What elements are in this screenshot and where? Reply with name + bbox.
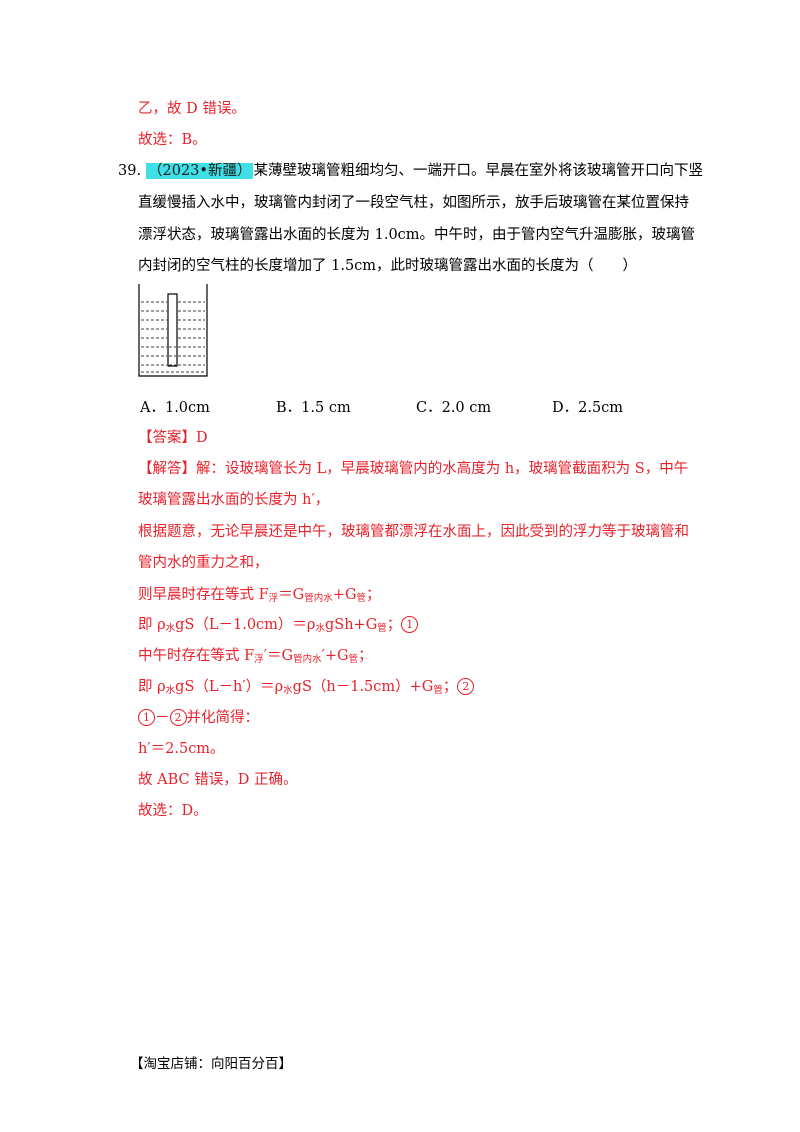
circled-number-1b: 1 (138, 709, 155, 726)
glass-tube (167, 293, 178, 367)
beaker-outline (138, 284, 208, 377)
prev-solution-line: 乙，故 D 错误。 (138, 101, 246, 117)
answer-label: 【答案】 (138, 430, 196, 446)
question-line-3: 漂浮状态，玻璃管露出水面的长度为 1.0cm。中午时，由于管内空气升温膨胀，玻璃… (138, 227, 696, 243)
equation-morning: 则早晨时存在等式 F浮＝G管内水+G管； (138, 587, 381, 604)
question-text-1: 某薄壁玻璃管粗细均匀、一端开口。早晨在室外将该玻璃管开口向下竖 (253, 163, 703, 179)
solution-line-1: 【解答】解：设玻璃管长为 L，早晨玻璃管内的水高度为 h，玻璃管截面积为 S，中… (138, 459, 688, 479)
water-lines (141, 301, 205, 373)
solution-text-1: 解：设玻璃管长为 L，早晨玻璃管内的水高度为 h，玻璃管截面积为 S，中午 (196, 461, 689, 477)
question-line-2: 直缓慢插入水中，玻璃管内封闭了一段空气柱，如图所示，放手后玻璃管在某位置保持 (138, 195, 689, 211)
solution-line-3: 根据题意，无论早晨还是中午，玻璃管都漂浮在水面上，因此受到的浮力等于玻璃管和 (138, 524, 689, 540)
answer-line: 【答案】D (138, 428, 208, 448)
option-a: A．1.0cm (140, 400, 210, 416)
solution-final-answer: 故选：D。 (138, 803, 208, 819)
answer-value: D (196, 430, 208, 446)
circled-number-2b: 2 (169, 709, 187, 726)
option-c: C．2.0 cm (416, 400, 492, 416)
equation-1: 即 ρ水gS（L－1.0cm）＝ρ水gSh+G管；1 (138, 615, 419, 639)
source-tag: （2023•新疆） (146, 163, 254, 179)
circled-number-2: 2 (457, 678, 475, 695)
solution-line-4: 管内水的重力之和， (138, 555, 269, 571)
question-line-1: （2023•新疆）某薄壁玻璃管粗细均匀、一端开口。早晨在室外将该玻璃管开口向下竖 (146, 161, 703, 181)
solution-conclusion: 故 ABC 错误，D 正确。 (138, 772, 298, 788)
question-number: 39. (118, 163, 142, 179)
option-d: D．2.5cm (552, 400, 624, 416)
solution-result: h′＝2.5cm。 (138, 741, 225, 757)
equation-2: 即 ρ水gS（L－h′）＝ρ水gS（h－1.5cm）+G管；2 (138, 677, 475, 701)
solution-label: 【解答】 (138, 461, 196, 477)
footer-shop: 【淘宝店铺：向阳百分百】 (130, 1056, 292, 1072)
equation-noon: 中午时存在等式 F浮′＝G管内水′+G管； (138, 648, 373, 665)
prev-answer-line: 故选：B。 (138, 132, 207, 148)
circled-number-1: 1 (401, 616, 419, 633)
option-b: B．1.5 cm (276, 400, 351, 416)
question-line-4: 内封闭的空气柱的长度增加了 1.5cm，此时玻璃管露出水面的长度为（ ） (138, 258, 638, 274)
beaker-tube-figure (138, 284, 208, 377)
solution-line-2: 玻璃管露出水面的长度为 h′， (138, 492, 330, 508)
